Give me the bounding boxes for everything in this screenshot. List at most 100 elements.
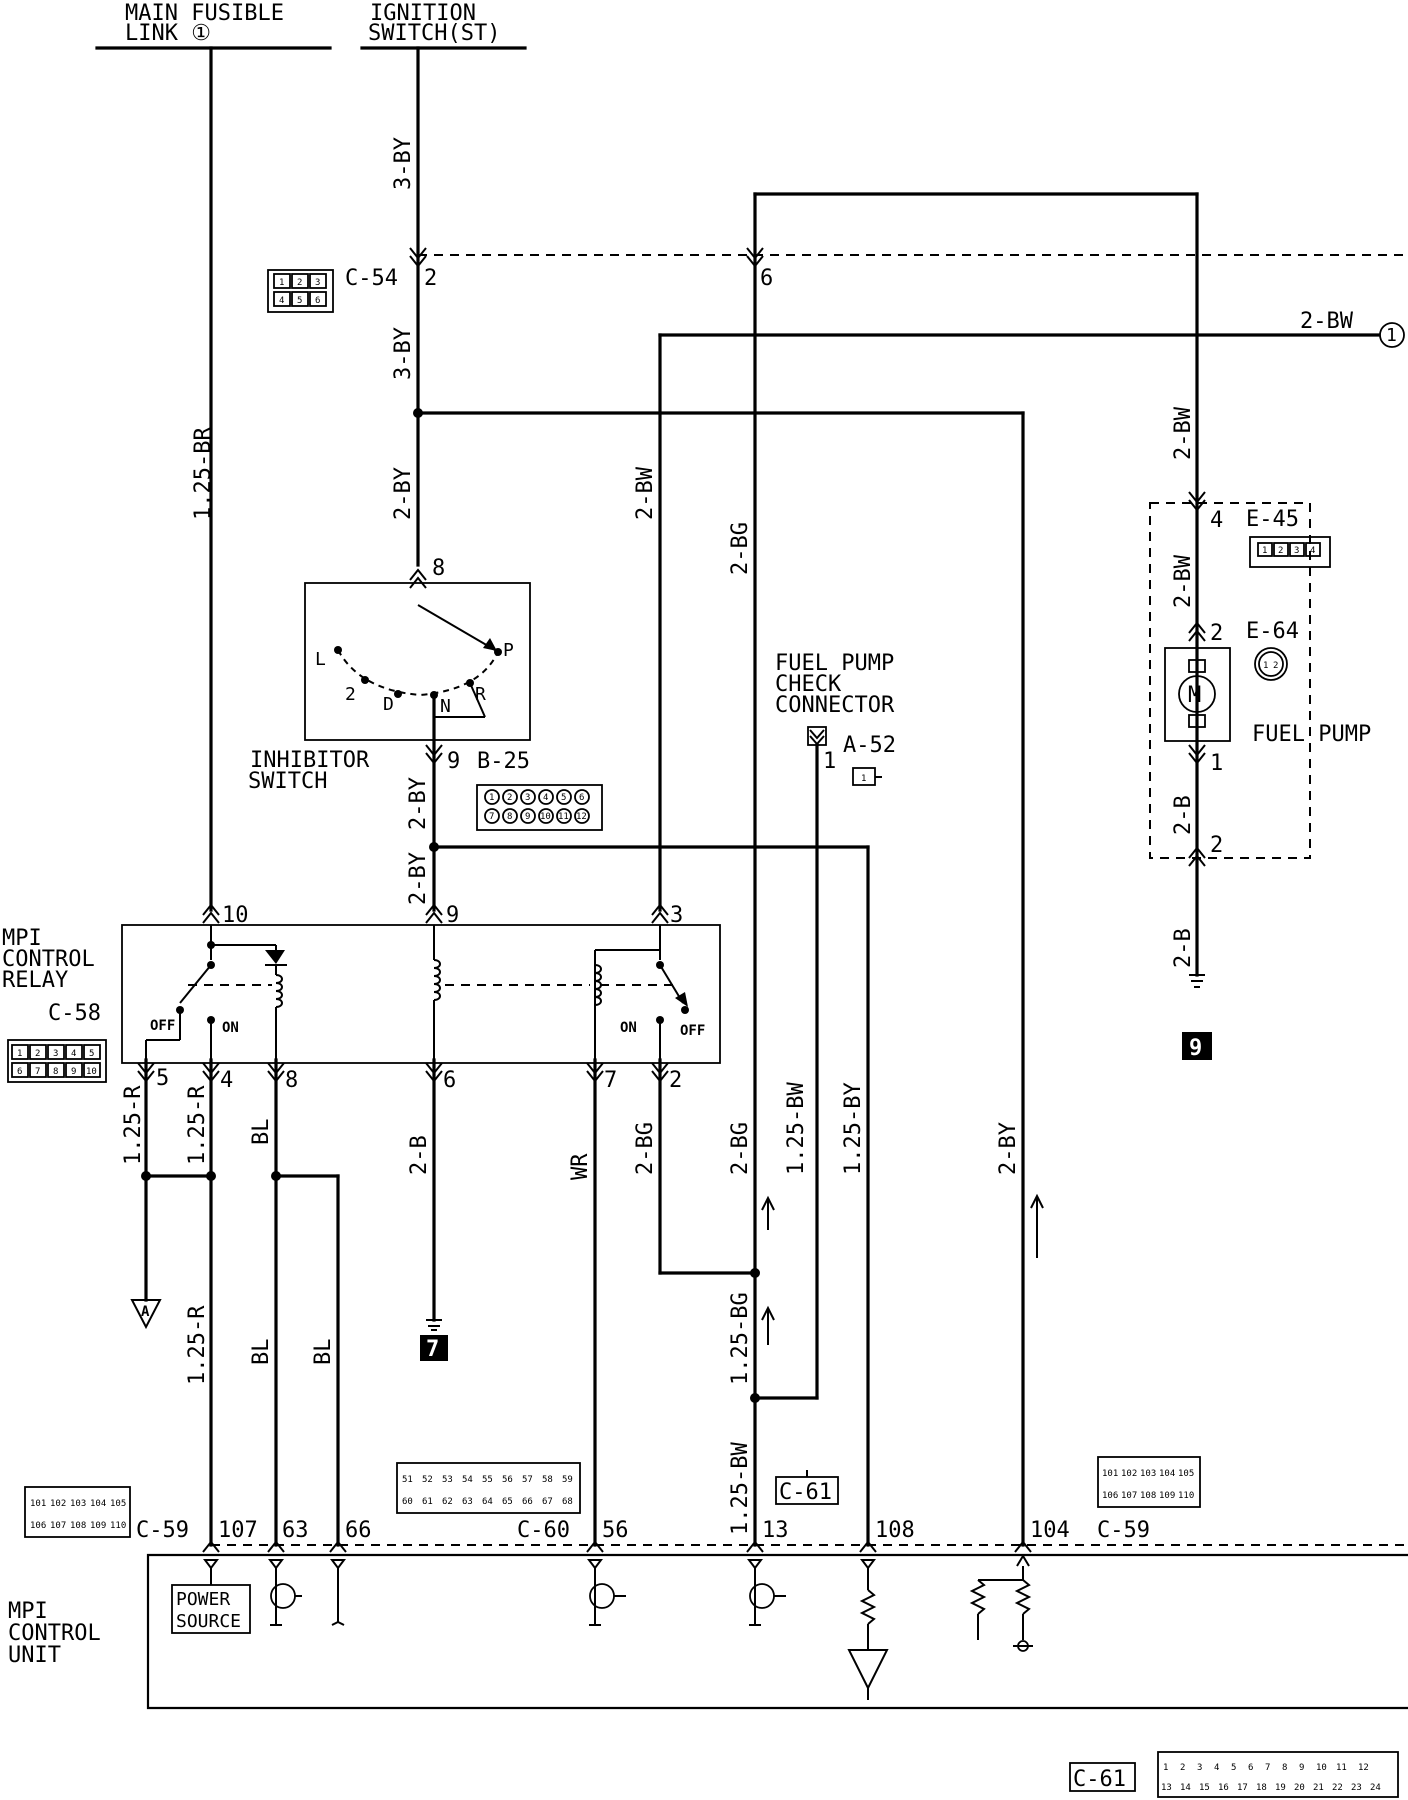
relay-bottom-pin-arrows bbox=[137, 1062, 669, 1083]
svg-text:SWITCH: SWITCH bbox=[248, 769, 327, 794]
svg-text:5: 5 bbox=[1231, 1763, 1236, 1773]
c60-label: C-60 bbox=[517, 1518, 570, 1543]
svg-text:7: 7 bbox=[1265, 1763, 1270, 1773]
inhibitor-switch-box bbox=[304, 582, 531, 741]
inh-selector bbox=[417, 604, 496, 651]
svg-text:6: 6 bbox=[315, 296, 320, 306]
svg-text:2: 2 bbox=[1273, 661, 1278, 671]
relay-left-on: ON bbox=[222, 1020, 239, 1036]
ecu-transistor-56-icon bbox=[587, 1559, 626, 1626]
svg-text:P: P bbox=[503, 640, 514, 661]
svg-text:1: 1 bbox=[1263, 661, 1268, 671]
svg-text:R: R bbox=[475, 684, 486, 705]
c54-pin-6: 6 bbox=[760, 266, 773, 291]
svg-text:7: 7 bbox=[489, 812, 494, 822]
svg-text:3: 3 bbox=[53, 1049, 58, 1059]
c54-arrow-right bbox=[746, 247, 764, 268]
svg-text:21: 21 bbox=[1313, 1783, 1324, 1793]
svg-text:20: 20 bbox=[1294, 1783, 1305, 1793]
svg-text:105: 105 bbox=[1178, 1469, 1194, 1479]
mpi-control-relay-label: MPI CONTROL RELAY bbox=[2, 926, 95, 993]
svg-text:13: 13 bbox=[1161, 1783, 1172, 1793]
b25-label: B-25 bbox=[477, 749, 530, 774]
inh-pin-9: 9 bbox=[447, 749, 460, 774]
ecu-input-66-icon bbox=[330, 1559, 346, 1626]
svg-text:106: 106 bbox=[1102, 1491, 1118, 1501]
e64-pin-2: 2 bbox=[1210, 621, 1223, 646]
e45-pin-4: 4 bbox=[1210, 508, 1223, 533]
ecu-resistor-108-icon bbox=[847, 1559, 889, 1700]
ecu-pin-arrows bbox=[202, 1540, 1032, 1553]
inh-9-arrow bbox=[425, 744, 443, 765]
relay-pin-7: 7 bbox=[604, 1068, 617, 1093]
pump-gnd-arrow bbox=[1188, 846, 1206, 867]
svg-text:15: 15 bbox=[1199, 1783, 1210, 1793]
ground-7-icon: 7 bbox=[420, 1319, 448, 1362]
a52-label: A-52 bbox=[843, 733, 896, 758]
label-2bw-e45: 2-BW bbox=[1171, 554, 1196, 608]
c54-arrow-left bbox=[409, 247, 427, 268]
svg-text:107: 107 bbox=[1121, 1491, 1137, 1501]
svg-text:2: 2 bbox=[1278, 546, 1283, 556]
svg-text:7: 7 bbox=[426, 1337, 439, 1362]
svg-text:55: 55 bbox=[482, 1475, 493, 1485]
svg-text:101: 101 bbox=[1102, 1469, 1118, 1479]
label-125by: 1.25-BY bbox=[841, 1082, 866, 1175]
relay-right-switch bbox=[594, 925, 689, 1063]
svg-text:109: 109 bbox=[1159, 1491, 1175, 1501]
svg-text:C-61: C-61 bbox=[1073, 1767, 1126, 1792]
svg-text:2: 2 bbox=[1180, 1763, 1185, 1773]
b25-connector-icon: 1 2 3 4 5 6 7 8 9 10 11 12 bbox=[476, 784, 603, 831]
c61-bottom-connector-icon: C-61 bbox=[1069, 1762, 1136, 1792]
c58-connector-icon: 1 2 3 4 5 6 7 8 9 10 bbox=[7, 1039, 107, 1083]
svg-text:7: 7 bbox=[35, 1067, 40, 1077]
svg-text:SWITCH(ST): SWITCH(ST) bbox=[368, 21, 500, 46]
svg-text:MPI: MPI bbox=[2, 926, 42, 951]
svg-text:1: 1 bbox=[17, 1049, 22, 1059]
svg-text:51: 51 bbox=[402, 1475, 413, 1485]
svg-text:110: 110 bbox=[110, 1521, 126, 1531]
relay-pin-8: 8 bbox=[285, 1068, 298, 1093]
label-3by-b: 3-BY bbox=[391, 327, 416, 380]
svg-text:61: 61 bbox=[422, 1497, 433, 1507]
svg-text:4: 4 bbox=[279, 296, 284, 306]
svg-text:101: 101 bbox=[30, 1499, 46, 1509]
label-2by-d: 2-BY bbox=[996, 1122, 1021, 1175]
label-bl-b: BL bbox=[249, 1339, 274, 1366]
c61-bottom-pinout-icon: 1 2 3 4 5 6 7 8 9 10 11 12 13 14 15 16 1… bbox=[1157, 1751, 1399, 1798]
relay-right-on: ON bbox=[620, 1020, 637, 1036]
relay-left-off: OFF bbox=[150, 1018, 175, 1034]
ecu-pin-56: 56 bbox=[602, 1518, 629, 1543]
svg-text:5: 5 bbox=[297, 296, 302, 306]
svg-text:1: 1 bbox=[1262, 546, 1267, 556]
label-2by-c: 2-BY bbox=[406, 852, 431, 905]
svg-text:5: 5 bbox=[561, 793, 566, 803]
c60-connector-icon: 51 52 53 54 55 56 57 58 59 60 61 62 63 6… bbox=[396, 1462, 581, 1514]
svg-text:54: 54 bbox=[462, 1475, 473, 1485]
svg-text:D: D bbox=[383, 694, 394, 715]
svg-text:10: 10 bbox=[540, 812, 551, 822]
svg-text:1: 1 bbox=[489, 793, 494, 803]
svg-text:SOURCE: SOURCE bbox=[176, 1611, 241, 1632]
svg-text:68: 68 bbox=[562, 1497, 573, 1507]
pump-gnd-pin-2: 2 bbox=[1210, 833, 1223, 858]
svg-text:9: 9 bbox=[525, 812, 530, 822]
inh-pin-8: 8 bbox=[432, 556, 445, 581]
inhibitor-switch-label: INHIBITOR SWITCH bbox=[248, 748, 370, 794]
svg-text:19: 19 bbox=[1275, 1783, 1286, 1793]
ecu-pin-107: 107 bbox=[218, 1518, 258, 1543]
svg-text:105: 105 bbox=[110, 1499, 126, 1509]
svg-text:POWER: POWER bbox=[176, 1589, 230, 1610]
svg-text:108: 108 bbox=[70, 1521, 86, 1531]
label-2b-ground: 2-B bbox=[1171, 928, 1196, 968]
svg-text:11: 11 bbox=[558, 812, 569, 822]
c54-label: C-54 bbox=[345, 266, 398, 291]
label-2bw-a: 2-BW bbox=[633, 466, 658, 520]
svg-text:23: 23 bbox=[1351, 1783, 1362, 1793]
svg-text:3: 3 bbox=[525, 793, 530, 803]
ignition-switch-label: IGNITION SWITCH(ST) bbox=[368, 1, 500, 46]
svg-text:L: L bbox=[315, 649, 326, 670]
a52-pin-1: 1 bbox=[823, 749, 836, 774]
svg-text:104: 104 bbox=[90, 1499, 106, 1509]
